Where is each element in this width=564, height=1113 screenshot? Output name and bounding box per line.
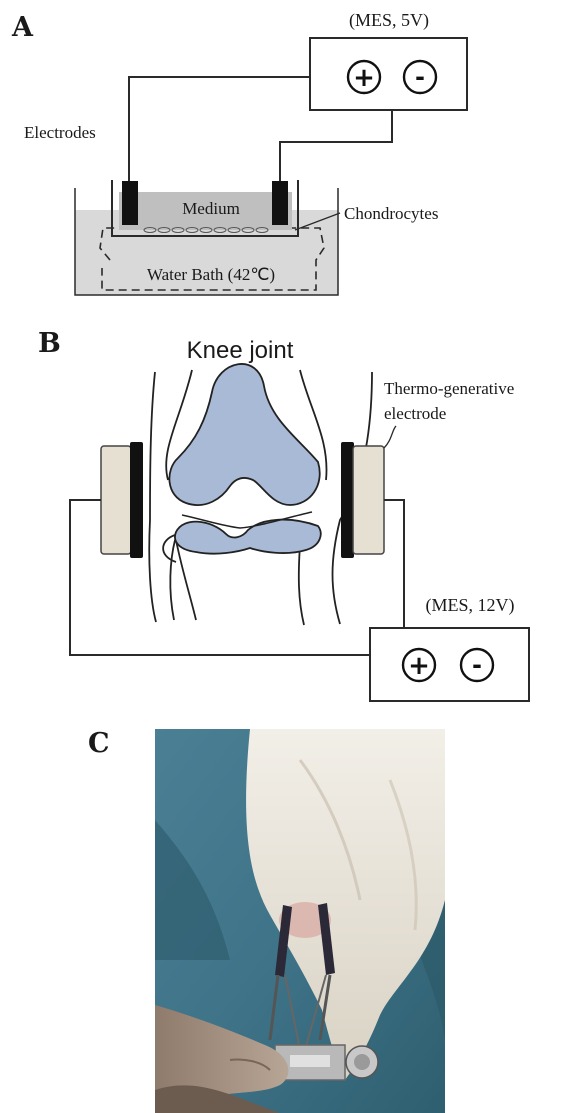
negative-terminal-a: - — [404, 61, 436, 93]
power-supply-b-label: (MES, 12V) — [426, 595, 515, 616]
svg-text:+: + — [408, 651, 430, 681]
thermo-electrode-label-line1: Thermo-generative — [384, 379, 514, 398]
femur-condyle — [169, 364, 319, 505]
medium-label: Medium — [182, 199, 240, 218]
thermo-electrode-left-pad — [101, 446, 131, 554]
svg-text:+: + — [353, 63, 375, 93]
power-supply-a — [310, 38, 467, 110]
panel-a-label: A — [11, 12, 34, 43]
power-supply-a-label: (MES, 5V) — [349, 10, 429, 31]
tibia-plateau — [175, 520, 321, 554]
thermo-electrode-pointer — [384, 426, 396, 448]
electrodes-label: Electrodes — [24, 123, 96, 142]
positive-terminal-b: + — [403, 649, 435, 681]
svg-text:-: - — [415, 63, 425, 91]
power-supply-b — [370, 628, 529, 701]
photo-rat-knee-electrodes — [155, 729, 445, 1113]
wire-positive-a — [129, 77, 310, 182]
wire-negative-a — [280, 110, 392, 182]
electrode-left — [122, 181, 138, 225]
thermo-electrode-right-plate — [341, 442, 354, 558]
water-bath-label: Water Bath (42℃) — [147, 265, 275, 284]
electrode-right — [272, 181, 288, 225]
wire-right-b — [384, 500, 404, 628]
chondrocytes-label: Chondrocytes — [344, 204, 438, 223]
panel-b-label: B — [38, 328, 61, 359]
panel-a: A (MES, 5V) + - Water Bath (42℃) Medium — [11, 10, 467, 295]
thermo-electrode-left-plate — [130, 442, 143, 558]
panel-c: C — [88, 728, 445, 1113]
panel-c-label: C — [88, 728, 110, 759]
positive-terminal-a: + — [348, 61, 380, 93]
panel-b: B Knee joint Thermo-generative electrode — [38, 328, 529, 701]
thermo-electrode-right-pad — [353, 446, 384, 554]
knee-joint-title: Knee joint — [187, 337, 294, 364]
thermo-electrode-label-line2: electrode — [384, 404, 446, 423]
svg-text:-: - — [472, 651, 482, 679]
negative-terminal-b: - — [461, 649, 493, 681]
